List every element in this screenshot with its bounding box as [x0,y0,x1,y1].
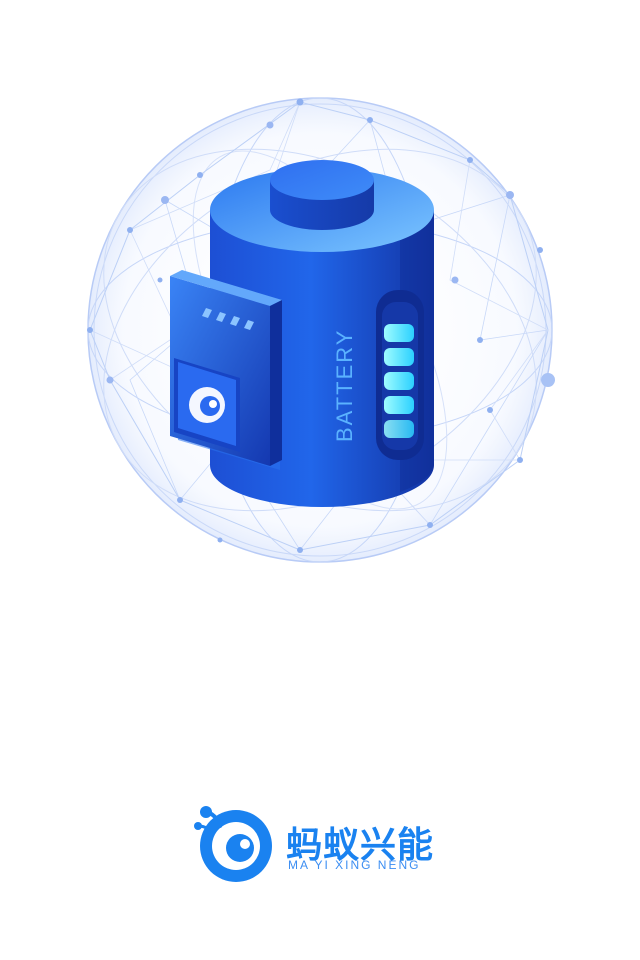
ant-eye-logo-icon [194,806,272,882]
battery-label: BATTERY [332,329,357,442]
brand-logo: 蚂蚁兴能 MA YI XING NENG [190,800,460,890]
brand-name-cn: 蚂蚁兴能 [286,825,435,866]
hero-illustration: BATTERY [87,97,555,563]
chip-module [170,270,282,470]
charge-level-window [376,290,424,460]
brand-name-en: MA YI XING NENG [288,858,421,872]
battery-illustration: BATTERY [170,160,434,507]
